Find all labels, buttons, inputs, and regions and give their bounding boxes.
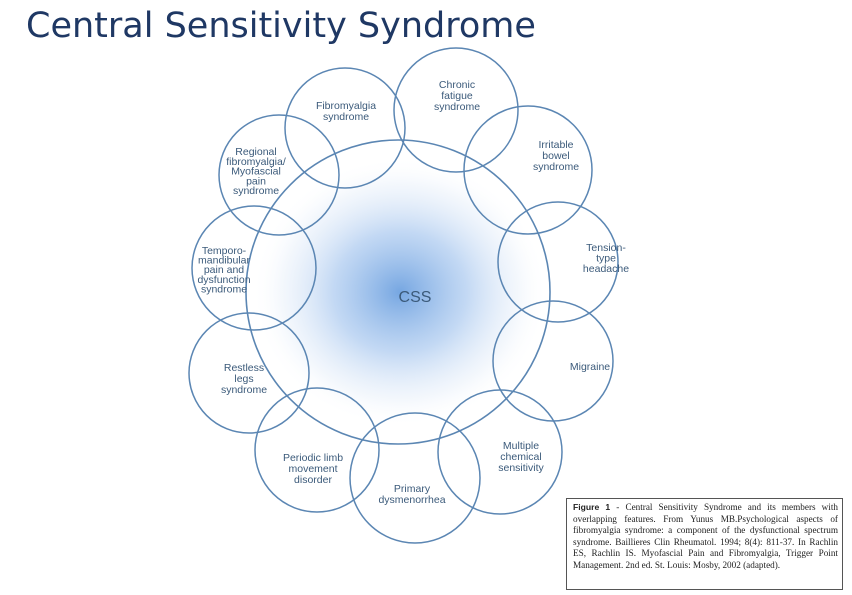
label-line: Chronic	[439, 79, 475, 91]
label-line: Regional	[235, 146, 276, 158]
figure-caption: Figure 1 - Central Sensitivity Syndrome …	[566, 498, 843, 590]
label-line: Periodic limb	[283, 452, 343, 464]
label-line: Multiple	[503, 440, 539, 452]
label-line: syndrome	[201, 283, 247, 295]
label-line: Primary	[394, 483, 431, 495]
label-line: syndrome	[323, 111, 369, 123]
label-line: disorder	[294, 474, 332, 486]
label-line: dysfunction	[197, 274, 250, 286]
label-line: Migraine	[570, 361, 610, 373]
label-line: Myofascial	[231, 166, 281, 178]
label-line: Irritable	[538, 139, 573, 151]
label-line: mandibular	[198, 255, 250, 267]
label-line: syndrome	[533, 161, 579, 173]
slide-title: Central Sensitivity Syndrome	[26, 6, 536, 46]
label-line: pain and	[204, 264, 244, 276]
label-line: fatigue	[441, 90, 473, 102]
circle-tension-headache	[497, 201, 619, 323]
label-line: type	[596, 253, 616, 265]
label-line: syndrome	[233, 185, 279, 197]
circle-multiple-chemical-sensitivity	[437, 389, 563, 515]
circle-temporomandibular	[191, 205, 317, 331]
label-line: syndrome	[221, 384, 267, 396]
label-line: Tension-	[586, 242, 626, 254]
label-line: fibromyalgia/	[226, 156, 286, 168]
caption-text: - Central Sensitivity Syndrome and its m…	[573, 502, 838, 570]
label-migraine: Migraine	[570, 361, 610, 373]
label-line: dysmenorrhea	[378, 494, 445, 506]
central-circle	[245, 139, 551, 445]
circle-periodic-limb-movement	[254, 387, 380, 513]
circle-primary-dysmenorrhea	[349, 412, 481, 544]
label-line: sensitivity	[498, 462, 544, 474]
center-glow	[252, 157, 548, 427]
label-line: syndrome	[434, 101, 480, 113]
caption-label: Figure 1	[573, 502, 611, 512]
label-line: Temporo-	[202, 245, 247, 257]
label-line: Restless	[224, 362, 264, 374]
center-label: CSS	[399, 289, 432, 306]
label-line: bowel	[542, 150, 569, 162]
label-line: chemical	[500, 451, 541, 463]
label-line: legs	[234, 373, 253, 385]
circle-regional-fibromyalgia	[218, 114, 340, 236]
label-line: pain	[246, 175, 266, 187]
circle-irritable-bowel	[463, 105, 593, 235]
label-line: headache	[583, 263, 629, 275]
circle-restless-legs	[188, 312, 310, 434]
label-line: Fibromyalgia	[316, 100, 376, 112]
circle-fibromyalgia	[284, 67, 406, 189]
label-line: movement	[288, 463, 337, 475]
circle-chronic-fatigue	[393, 47, 519, 173]
